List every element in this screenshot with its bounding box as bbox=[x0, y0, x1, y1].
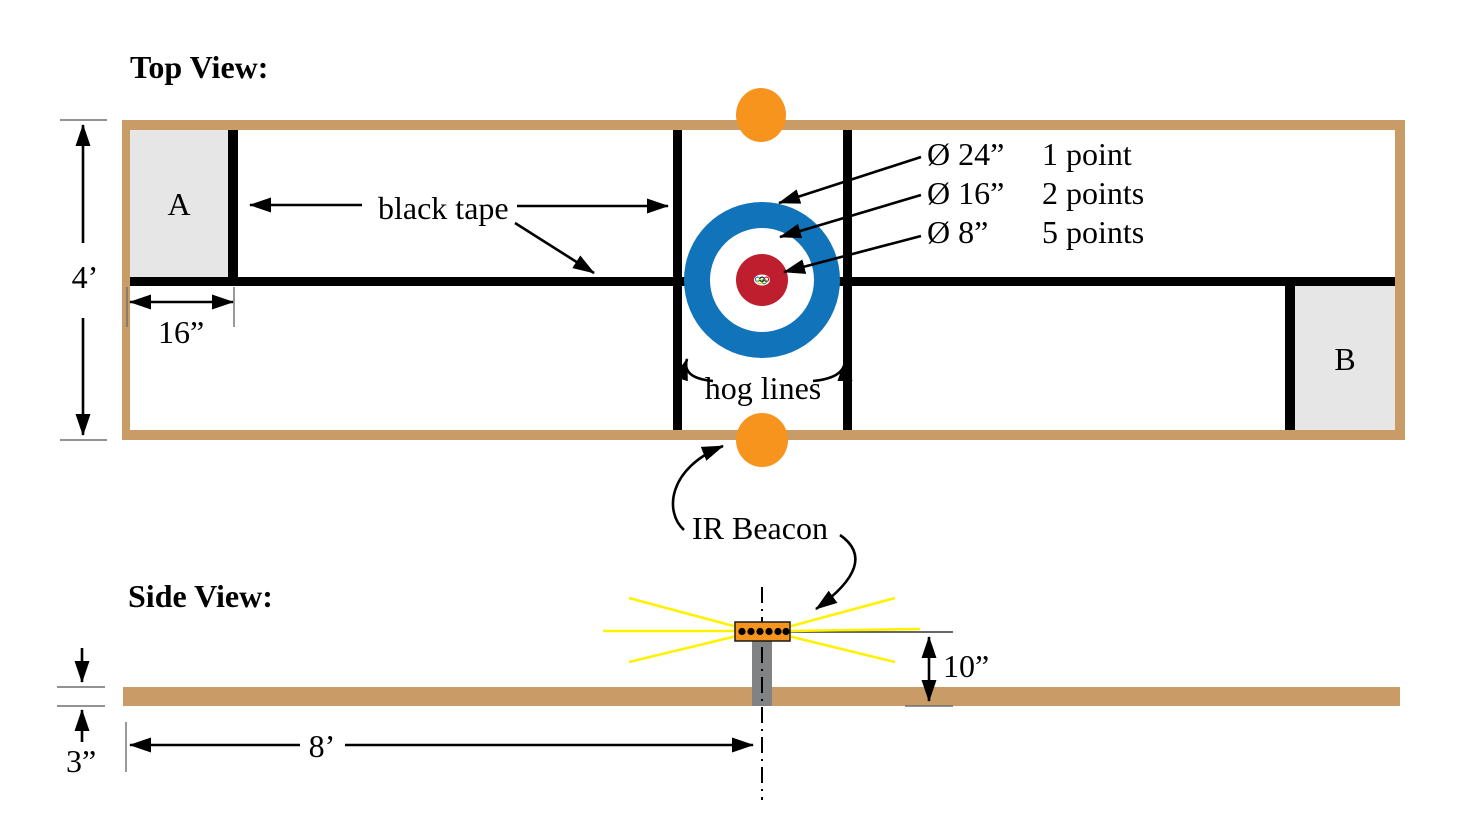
dimension-4ft: 4’ bbox=[60, 119, 107, 441]
ir-beacon-bottom-icon bbox=[736, 413, 788, 467]
top-view-title: Top View: bbox=[130, 49, 268, 85]
dimension-10in: 10” bbox=[905, 636, 989, 707]
black-tape-callout: black tape bbox=[249, 190, 669, 275]
hog-lines-callout: hog lines bbox=[673, 358, 853, 406]
olympic-rings-icon bbox=[754, 276, 770, 285]
target bbox=[684, 202, 840, 358]
ir-rays bbox=[603, 596, 921, 664]
hog-line-left bbox=[673, 130, 682, 430]
hog-lines-label: hog lines bbox=[705, 370, 821, 406]
dimension-16in: 16” bbox=[126, 287, 235, 350]
zone-b-line bbox=[1285, 286, 1295, 430]
top-view: Top View: A B bbox=[60, 49, 1405, 467]
ring-3-diameter: Ø 8” bbox=[927, 214, 988, 250]
ring-2-diameter: Ø 16” bbox=[927, 175, 1004, 211]
dimension-16in-label: 16” bbox=[158, 314, 204, 350]
ring-1-diameter: Ø 24” bbox=[927, 136, 1004, 172]
ir-beacon-label: IR Beacon bbox=[692, 510, 828, 546]
beacon-pole bbox=[752, 637, 772, 706]
side-view-title: Side View: bbox=[128, 578, 273, 614]
hog-line-right bbox=[843, 130, 852, 430]
zone-a-label: A bbox=[167, 186, 190, 222]
dimension-4ft-label: 4’ bbox=[72, 259, 99, 295]
zone-b-box bbox=[1295, 286, 1395, 430]
dimension-8ft-label: 8’ bbox=[309, 728, 336, 764]
ir-beacon-top-icon bbox=[736, 88, 786, 142]
side-view: Side View: IR Be bbox=[57, 444, 1400, 800]
ring-1-points: 1 point bbox=[1042, 136, 1132, 172]
black-tape-label: black tape bbox=[378, 190, 509, 226]
ir-beacon-side-icon bbox=[734, 621, 791, 642]
ir-beacon-callout: IR Beacon bbox=[671, 444, 857, 611]
dimension-10in-label: 10” bbox=[943, 648, 989, 684]
dimension-8ft: 8’ bbox=[125, 722, 754, 772]
zone-a-line bbox=[228, 130, 238, 286]
zone-a-box bbox=[130, 130, 228, 277]
dimension-3in: 3” bbox=[57, 648, 105, 779]
zone-b-label: B bbox=[1334, 341, 1355, 377]
dimension-3in-label: 3” bbox=[66, 743, 96, 779]
ring-callouts: Ø 24” 1 point Ø 16” 2 points Ø 8” 5 poin… bbox=[778, 136, 1144, 274]
ring-3-points: 5 points bbox=[1042, 214, 1144, 250]
ring-2-points: 2 points bbox=[1042, 175, 1144, 211]
